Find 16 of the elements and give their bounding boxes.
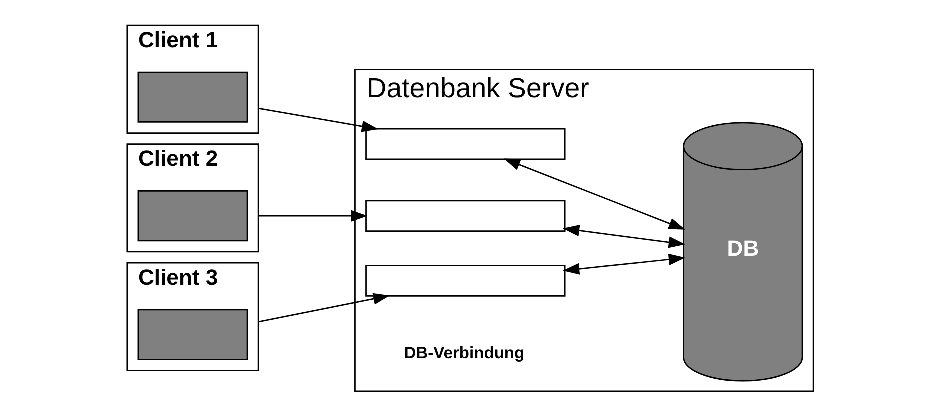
arrow: [563, 253, 686, 274]
node-box: [366, 128, 566, 160]
node-box: [366, 200, 566, 232]
cluster: Client 1: [126, 24, 260, 134]
arrow: [504, 158, 686, 230]
node-box: [138, 190, 248, 242]
cluster: Client 3: [126, 262, 260, 371]
node-box: [138, 71, 248, 122]
arrow: [258, 292, 390, 322]
arrow: [563, 224, 686, 248]
label: DB-Verbindung: [404, 342, 525, 362]
arrow: [258, 210, 368, 222]
node-box: [366, 264, 566, 296]
cluster: Client 2: [126, 143, 260, 252]
node-box: [138, 308, 248, 360]
arrow: [258, 107, 379, 132]
